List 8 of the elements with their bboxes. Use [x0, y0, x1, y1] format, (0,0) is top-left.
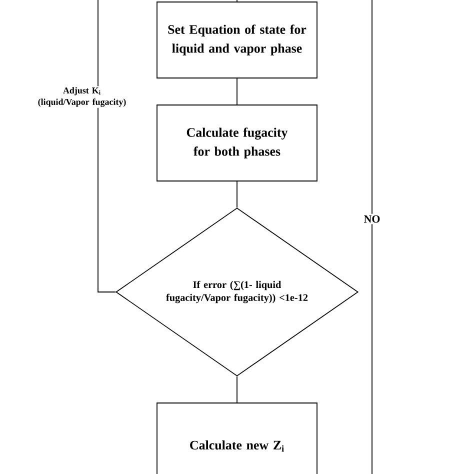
connector-line	[236, 181, 238, 208]
edge-label: Adjust K$_{i}$ (liquid/Vapor fugacity)	[38, 87, 126, 107]
connector-line	[236, 78, 238, 105]
process-box: Calculate new Z$_{i}$	[156, 402, 318, 474]
process-box: Set Equation of state for liquid and vapor phase	[156, 2, 318, 78]
connector-line	[236, 376, 238, 403]
process-box: Calculate fugacity for both phases	[156, 104, 318, 182]
connector-line	[98, 0, 116, 292]
